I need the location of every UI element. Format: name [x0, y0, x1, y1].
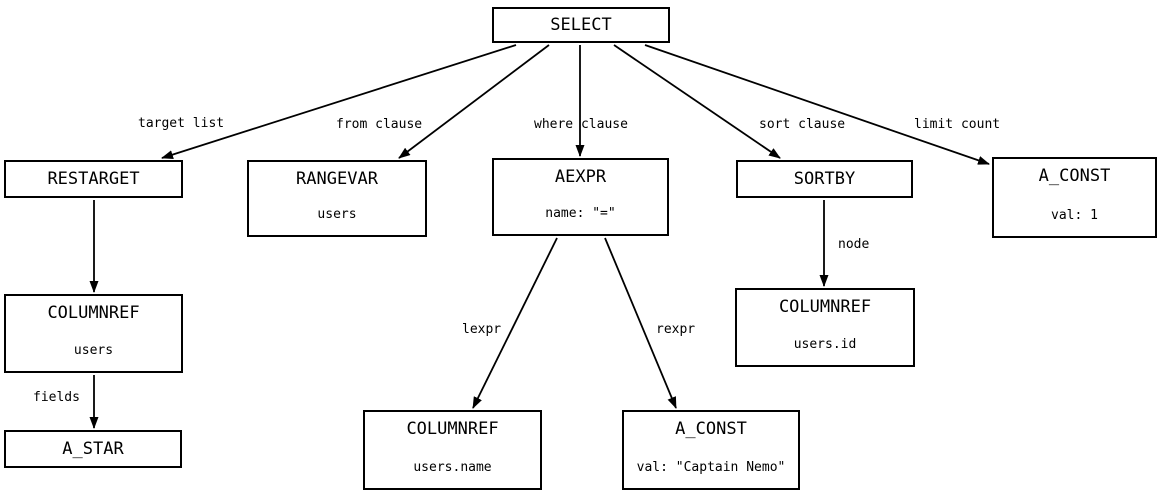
node-sortby-title: SORTBY — [793, 169, 856, 189]
node-columnref-users-title: COLUMNREF — [47, 303, 140, 323]
node-aconst-where-title: A_CONST — [675, 419, 747, 439]
node-columnref-users-id-subtitle: users.id — [793, 337, 857, 352]
node-astar-title: A_STAR — [62, 439, 124, 459]
edge-select-sortby — [613, 44, 781, 159]
node-restarget-title: RESTARGET — [47, 169, 140, 189]
node-aconst-where: A_CONST val: "Captain Nemo" — [622, 410, 800, 490]
edge-label-from-clause: from clause — [336, 117, 423, 132]
node-aexpr-title: AEXPR — [554, 167, 607, 187]
edge-aexpr-aconst-where — [604, 237, 677, 409]
node-aexpr-subtitle: name: "=" — [545, 206, 616, 221]
node-columnref-users-subtitle: users — [73, 343, 114, 358]
edge-label-rexpr: rexpr — [656, 322, 696, 337]
edge-select-rangevar — [398, 44, 550, 159]
node-columnref-users: COLUMNREF users — [4, 294, 183, 373]
node-aexpr: AEXPR name: "=" — [492, 158, 669, 236]
edge-label-lexpr: lexpr — [462, 322, 502, 337]
node-restarget: RESTARGET — [4, 160, 183, 198]
node-columnref-users-id-title: COLUMNREF — [778, 297, 872, 317]
edge-select-aconst-limit — [644, 44, 990, 165]
node-columnref-users-name-subtitle: users.name — [413, 460, 492, 475]
edge-label-fields: fields — [33, 390, 80, 405]
node-columnref-users-id: COLUMNREF users.id — [735, 288, 915, 367]
node-aconst-limit-subtitle: val: 1 — [1051, 208, 1098, 223]
edge-label-limit-count: limit count — [914, 117, 1001, 132]
edge-select-restarget — [161, 44, 517, 159]
edge-label-target-list: target list — [138, 116, 225, 131]
node-rangevar-subtitle: users — [317, 207, 357, 222]
edge-label-node: node — [838, 237, 870, 252]
node-aconst-where-subtitle: val: "Captain Nemo" — [636, 460, 786, 475]
node-rangevar: RANGEVAR users — [247, 160, 427, 237]
node-columnref-users-name: COLUMNREF users.name — [363, 410, 542, 490]
node-aconst-limit: A_CONST val: 1 — [992, 157, 1157, 238]
node-columnref-users-name-title: COLUMNREF — [406, 419, 499, 439]
edge-label-where-clause: where clause — [534, 117, 628, 132]
edge-aexpr-columnref-name — [472, 237, 558, 409]
edge-label-sort-clause: sort clause — [759, 117, 846, 132]
node-astar: A_STAR — [4, 430, 182, 468]
node-sortby: SORTBY — [736, 160, 913, 198]
node-aconst-limit-title: A_CONST — [1038, 166, 1111, 186]
node-select-title: SELECT — [550, 15, 612, 35]
node-select: SELECT — [492, 7, 670, 43]
node-rangevar-title: RANGEVAR — [296, 169, 378, 189]
